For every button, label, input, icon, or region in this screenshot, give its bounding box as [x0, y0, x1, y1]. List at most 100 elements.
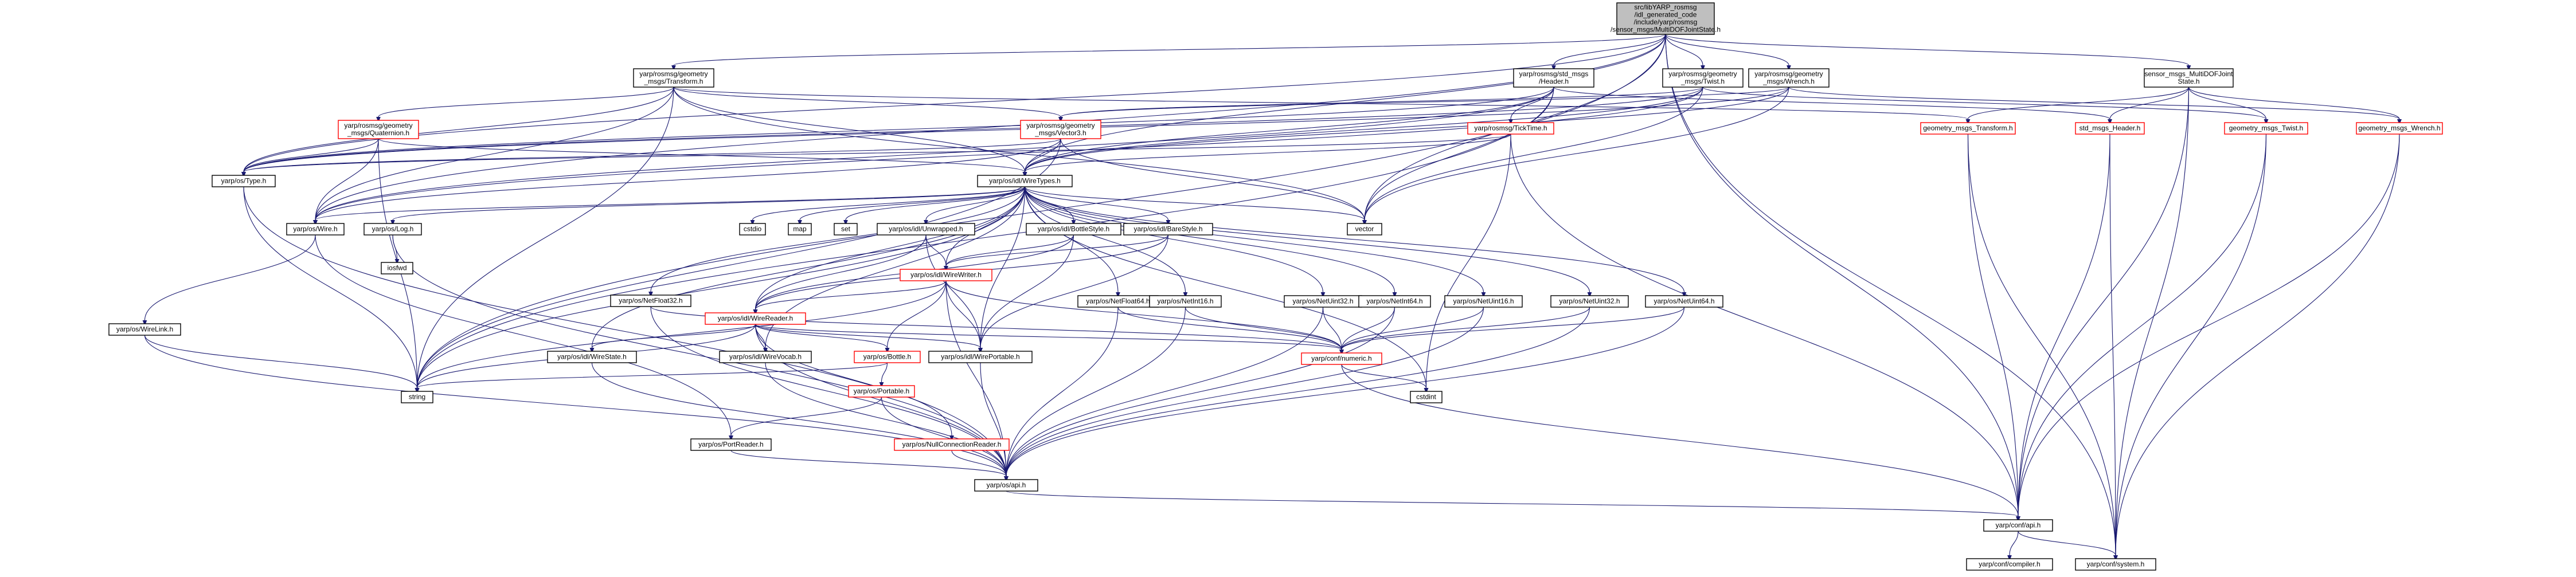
node-label: yarp/os/Log.h	[372, 225, 414, 233]
node-label: yarp/os/idl/BareStyle.h	[1133, 225, 1202, 233]
edge-root-to-system	[1665, 34, 2118, 561]
node-label: /include/yarp/rosmsg	[1634, 18, 1698, 26]
node-string[interactable]: string	[401, 391, 433, 403]
node-root[interactable]: src/libYARP_rosmsg/idl_generated_code/in…	[1611, 2, 1721, 35]
edge-geom_wrench_fwd-to-conf_api	[2016, 134, 2400, 522]
edge-wiretypes-to-netuint64	[1024, 186, 1687, 298]
node-portreader[interactable]: yarp/os/PortReader.h	[690, 438, 772, 451]
node-box	[401, 391, 433, 403]
node-os_api[interactable]: yarp/os/api.h	[974, 479, 1038, 492]
node-netuint32[interactable]: yarp/os/NetUint32.h	[1284, 295, 1362, 308]
edge-numeric-to-cstdint	[1341, 364, 1429, 394]
node-box	[1444, 295, 1523, 308]
node-geom_transform_fwd[interactable]: geometry_msgs_Transform.h	[1920, 122, 2016, 135]
node-netuint64[interactable]: yarp/os/NetUint64.h	[1645, 295, 1723, 308]
edge-nullconn-to-os_api	[951, 450, 1008, 482]
edge-std_header_h-to-wiretypes	[1022, 87, 1554, 178]
node-winelink[interactable]: yarp/os/WireLink.h	[108, 323, 181, 336]
node-netfloat64[interactable]: yarp/os/NetFloat64.h	[1077, 295, 1159, 308]
node-compiler[interactable]: yarp/conf/compiler.h	[1966, 558, 2053, 571]
node-label: _msgs/Vector3.h	[1034, 129, 1086, 137]
node-log_h[interactable]: yarp/os/Log.h	[363, 223, 422, 235]
edge-wiretypes-to-netint16	[1024, 186, 1188, 298]
node-quaternion[interactable]: yarp/rosmsg/geometry_msgs/Quaternion.h	[338, 120, 419, 139]
edge-wiretypes-to-wirereader	[753, 186, 1026, 315]
node-label: yarp/rosmsg/TickTime.h	[1474, 124, 1547, 132]
node-iosfwd[interactable]: iosfwd	[381, 262, 413, 274]
edge-winelink-to-string	[144, 335, 420, 394]
edge-wire_h-to-portreader	[315, 234, 733, 441]
node-geom_wrench_fwd[interactable]: geometry_msgs_Wrench.h	[2356, 122, 2443, 135]
edge-type_h-to-string	[243, 186, 420, 394]
node-netuint16[interactable]: yarp/os/NetUint16.h	[1444, 295, 1523, 308]
node-vector3[interactable]: yarp/rosmsg/geometry_msgs/Vector3.h	[1020, 120, 1101, 139]
edge-wiretypes-to-unwrapped	[924, 186, 1026, 226]
edge-portable-to-os_api	[881, 397, 1008, 482]
node-numeric[interactable]: yarp/conf/numeric.h	[1301, 352, 1382, 365]
node-set[interactable]: set	[834, 223, 858, 235]
node-nullconn[interactable]: yarp/os/NullConnectionReader.h	[894, 438, 1010, 451]
node-cstdint[interactable]: cstdint	[1410, 391, 1443, 403]
edge-wirereader-to-wirestate	[589, 324, 756, 354]
node-label: yarp/rosmsg/geometry	[639, 70, 707, 78]
node-box	[1026, 223, 1121, 235]
edge-geom_wrench_h-to-geom_wrench_fwd	[1788, 87, 2402, 125]
node-barestyle[interactable]: yarp/os/idl/BareStyle.h	[1123, 223, 1213, 235]
node-type_h[interactable]: yarp/os/Type.h	[212, 175, 276, 187]
node-geom_transform_h[interactable]: yarp/rosmsg/geometry_msgs/Transform.h	[633, 68, 714, 88]
node-std_header_fwd[interactable]: std_msgs_Header.h	[2075, 122, 2145, 135]
node-wire_h[interactable]: yarp/os/Wire.h	[286, 223, 345, 235]
edge-geom_transform_h-to-vector3	[673, 87, 1063, 123]
node-label: /idl_generated_code	[1635, 11, 1697, 19]
node-geom_twist_fwd[interactable]: geometry_msgs_Twist.h	[2224, 122, 2308, 135]
edge-geom_wrench_h-to-vector3	[1058, 87, 1789, 123]
node-geom_wrench_h[interactable]: yarp/rosmsg/geometry_msgs/Wrench.h	[1748, 68, 1830, 88]
node-box	[633, 68, 714, 88]
node-netfloat32[interactable]: yarp/os/NetFloat32.h	[610, 295, 691, 307]
node-sensor_fwd[interactable]: sensor_msgs_MultiDOFJointState.h	[2144, 68, 2234, 88]
edge-wiretypes-to-netuint32	[1024, 186, 1326, 298]
node-wireportable[interactable]: yarp/os/idl/WirePortable.h	[928, 351, 1033, 363]
node-netint64[interactable]: yarp/os/NetInt64.h	[1358, 295, 1431, 308]
node-geom_twist_h[interactable]: yarp/rosmsg/geometry_msgs/Twist.h	[1662, 68, 1744, 88]
edge-geom_twist_fwd-to-conf_api	[2016, 134, 2267, 522]
node-wirestate[interactable]: yarp/os/idl/WireState.h	[547, 351, 637, 363]
node-label: _msgs/Transform.h	[644, 77, 703, 85]
node-netint16[interactable]: yarp/os/NetInt16.h	[1149, 295, 1222, 308]
node-cstdio[interactable]: cstdio	[739, 223, 766, 235]
node-map[interactable]: map	[788, 223, 812, 235]
node-label: yarp/conf/api.h	[1996, 521, 2041, 529]
node-conf_api[interactable]: yarp/conf/api.h	[1983, 519, 2053, 532]
node-label: yarp/os/idl/WirePortable.h	[941, 353, 1019, 361]
node-system[interactable]: yarp/conf/system.h	[2075, 558, 2156, 571]
node-portable[interactable]: yarp/os/Portable.h	[848, 385, 915, 398]
node-box	[2075, 558, 2156, 571]
node-box	[547, 351, 637, 363]
node-std_header_h[interactable]: yarp/rosmsg/std_msgs/Header.h	[1513, 68, 1594, 88]
edge-wiretypes-to-string	[415, 186, 1026, 394]
node-netuint32b[interactable]: yarp/os/NetUint32.h	[1550, 295, 1629, 308]
node-label: yarp/conf/compiler.h	[1979, 560, 2040, 568]
node-box	[1149, 295, 1222, 308]
edge-vector3-to-wire_h	[313, 138, 1061, 226]
node-box	[900, 269, 992, 281]
node-vector[interactable]: vector	[1347, 223, 1382, 235]
node-wirewriter[interactable]: yarp/os/idl/WireWriter.h	[900, 269, 992, 281]
edge-geom_wrench_fwd-to-system	[2113, 134, 2400, 561]
node-label: geometry_msgs_Wrench.h	[2358, 124, 2440, 132]
edge-netuint32b-to-numeric	[1339, 307, 1590, 355]
node-bottlestyle[interactable]: yarp/os/idl/BottleStyle.h	[1026, 223, 1121, 235]
node-unwrapped[interactable]: yarp/os/idl/Unwrapped.h	[877, 223, 975, 235]
node-wiretypes[interactable]: yarp/os/idl/WireTypes.h	[977, 175, 1073, 187]
edge-wiretypes-to-wireportable	[978, 186, 1026, 354]
edge-bottle-to-portable	[879, 362, 888, 388]
node-wirevocab[interactable]: yarp/os/idl/WireVocab.h	[719, 351, 812, 363]
node-ticktime[interactable]: yarp/rosmsg/TickTime.h	[1467, 122, 1554, 135]
node-bottle[interactable]: yarp/os/Bottle.h	[854, 351, 921, 363]
edge-root-to-geom_twist_h	[1665, 34, 1705, 71]
edge-bottle-to-string	[415, 362, 888, 394]
node-wirereader[interactable]: yarp/os/idl/WireReader.h	[705, 312, 806, 325]
edge-bottlestyle-to-wirewriter	[944, 234, 1074, 272]
edge-geom_twist_h-to-vector3	[1058, 87, 1703, 123]
edge-geom_wrench_h-to-vector	[1362, 87, 1789, 226]
